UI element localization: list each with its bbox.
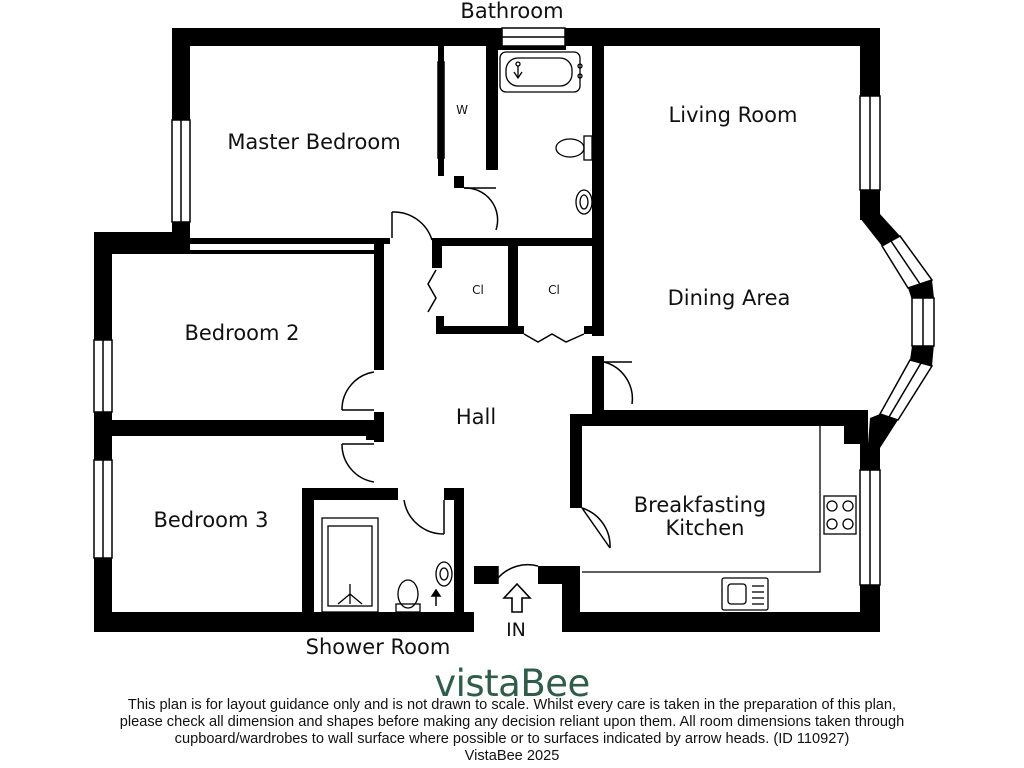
disclaimer: This plan is for layout guidance only an… [20, 697, 1004, 765]
kitchen-label-line2: Kitchen [666, 516, 745, 540]
fixtures [321, 51, 857, 613]
master-bedroom-label: Master Bedroom [227, 130, 400, 154]
basin [575, 189, 593, 215]
windows [93, 27, 935, 586]
shower-tray [321, 517, 379, 613]
cupboard-1-label: Cl [472, 283, 484, 297]
dining-area-label: Dining Area [668, 286, 791, 310]
hall-label: Hall [456, 405, 496, 429]
wardrobe-label: W [456, 103, 468, 117]
arrows [430, 588, 442, 606]
worktop [582, 426, 821, 573]
disclaimer-line2: please check all dimension and shapes be… [119, 714, 905, 730]
living-room-label: Living Room [669, 103, 798, 127]
disclaimer-line4: VistaBee 2025 [464, 748, 560, 764]
entrance-label: IN [506, 619, 526, 641]
disclaimer-line3: cupboard/wardrobes to wall surface where… [174, 731, 850, 747]
kitchen-label-line1: Breakfasting [634, 493, 766, 517]
shower-room-label: Shower Room [306, 635, 451, 659]
floor-plan: Bathroom Master Bedroom W Living Room Di… [93, 0, 935, 659]
bedroom-3-label: Bedroom 3 [153, 508, 268, 532]
brand-part2: Bee [520, 662, 590, 705]
toilet [555, 138, 585, 158]
entrance-arrow-icon [502, 582, 532, 613]
hob [823, 495, 857, 535]
basin [435, 561, 453, 587]
bathroom-label: Bathroom [460, 0, 563, 23]
cupboard-2-label: Cl [548, 283, 560, 297]
doors [341, 61, 634, 584]
toilet [397, 579, 419, 609]
brand-part1: vista [434, 662, 521, 705]
brand-logo: vistaBee [0, 662, 1024, 705]
sink [721, 577, 769, 611]
disclaimer-line1: This plan is for layout guidance only an… [127, 697, 897, 713]
walls [94, 28, 934, 632]
bathtub [499, 51, 581, 93]
bedroom-2-label: Bedroom 2 [184, 321, 299, 345]
